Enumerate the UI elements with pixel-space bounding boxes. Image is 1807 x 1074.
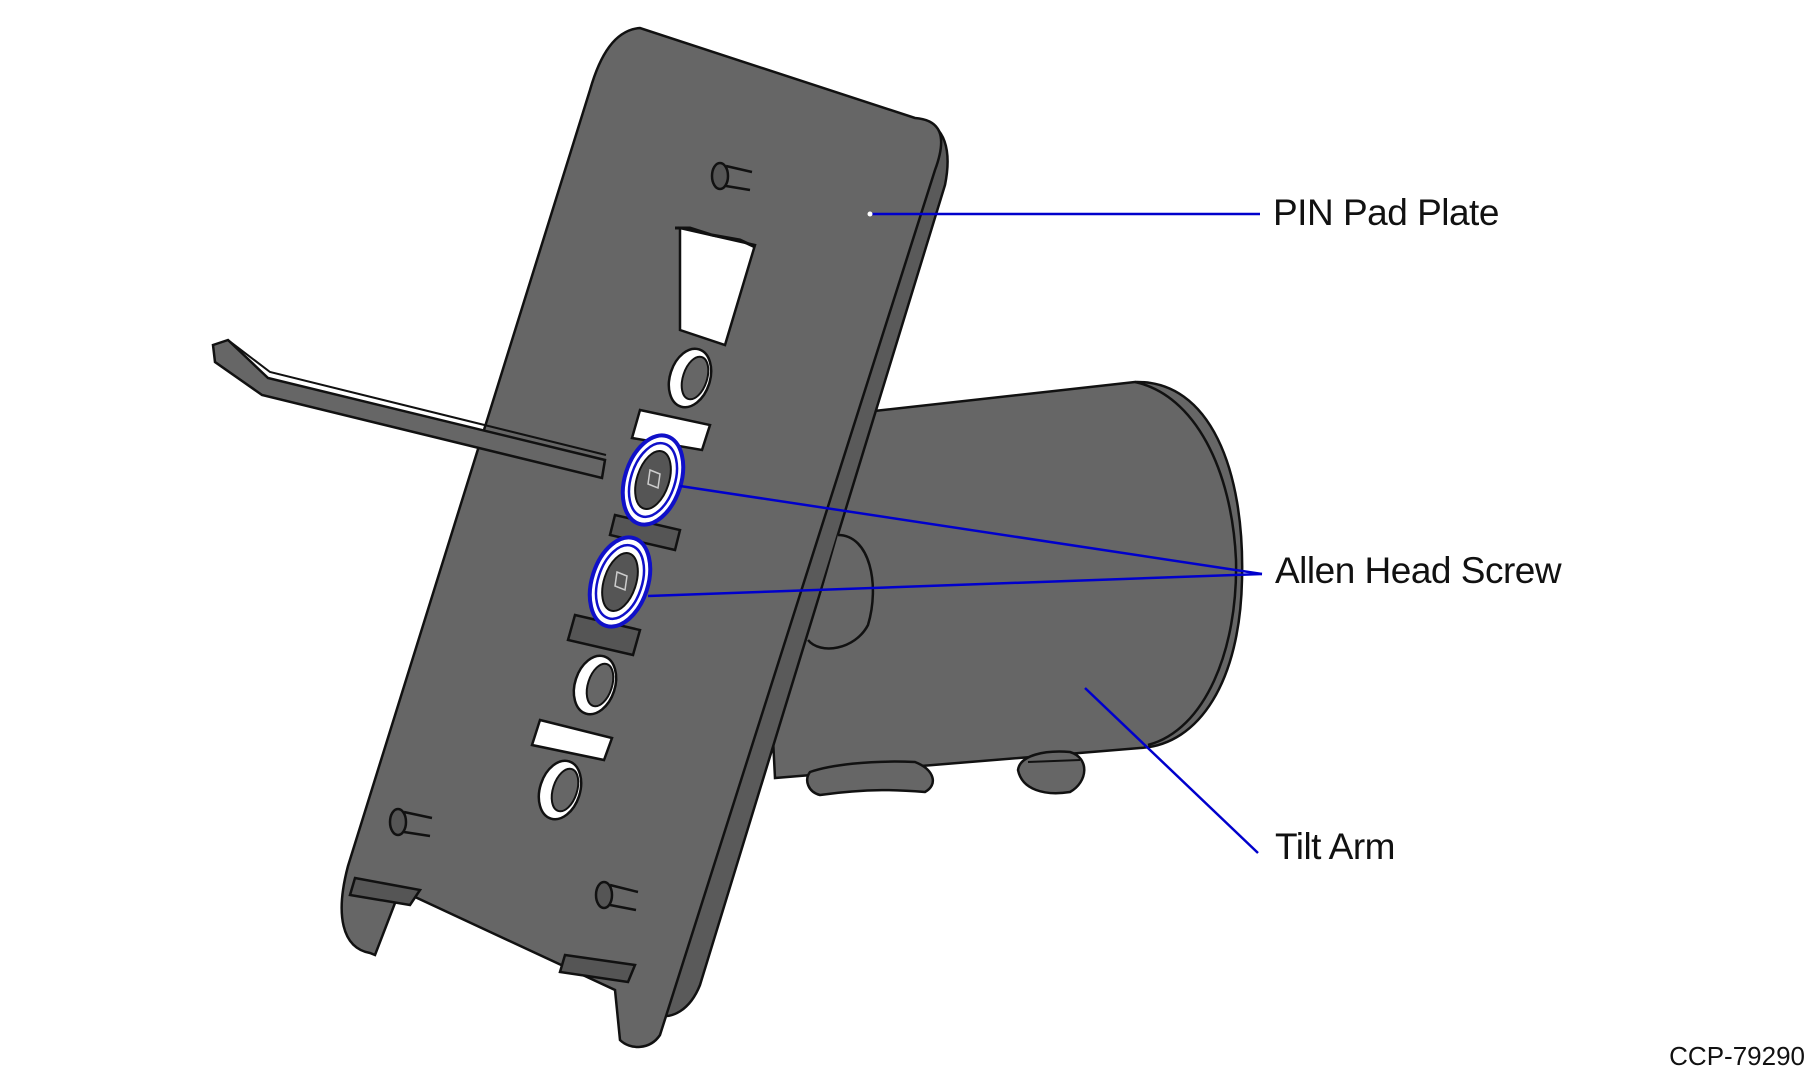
leader-lines: [647, 211, 1263, 854]
leader-tilt-arm: [1084, 687, 1259, 854]
figure-id: CCP-79290: [1669, 1041, 1805, 1071]
allen-head-screw-lower: [587, 535, 653, 629]
tilt-arm-body: [768, 380, 1244, 797]
allen-head-screw-upper: [620, 433, 686, 527]
leader-allen-screw-lower: [647, 572, 1263, 598]
label-pin-pad-plate: PIN Pad Plate: [1273, 192, 1499, 233]
label-allen-head-screw: Allen Head Screw: [1275, 550, 1562, 591]
pin-pad-plate: [340, 26, 949, 1049]
label-tilt-arm: Tilt Arm: [1275, 826, 1396, 867]
leader-allen-screw-upper: [679, 484, 1263, 576]
allen-wrench: [211, 338, 607, 480]
